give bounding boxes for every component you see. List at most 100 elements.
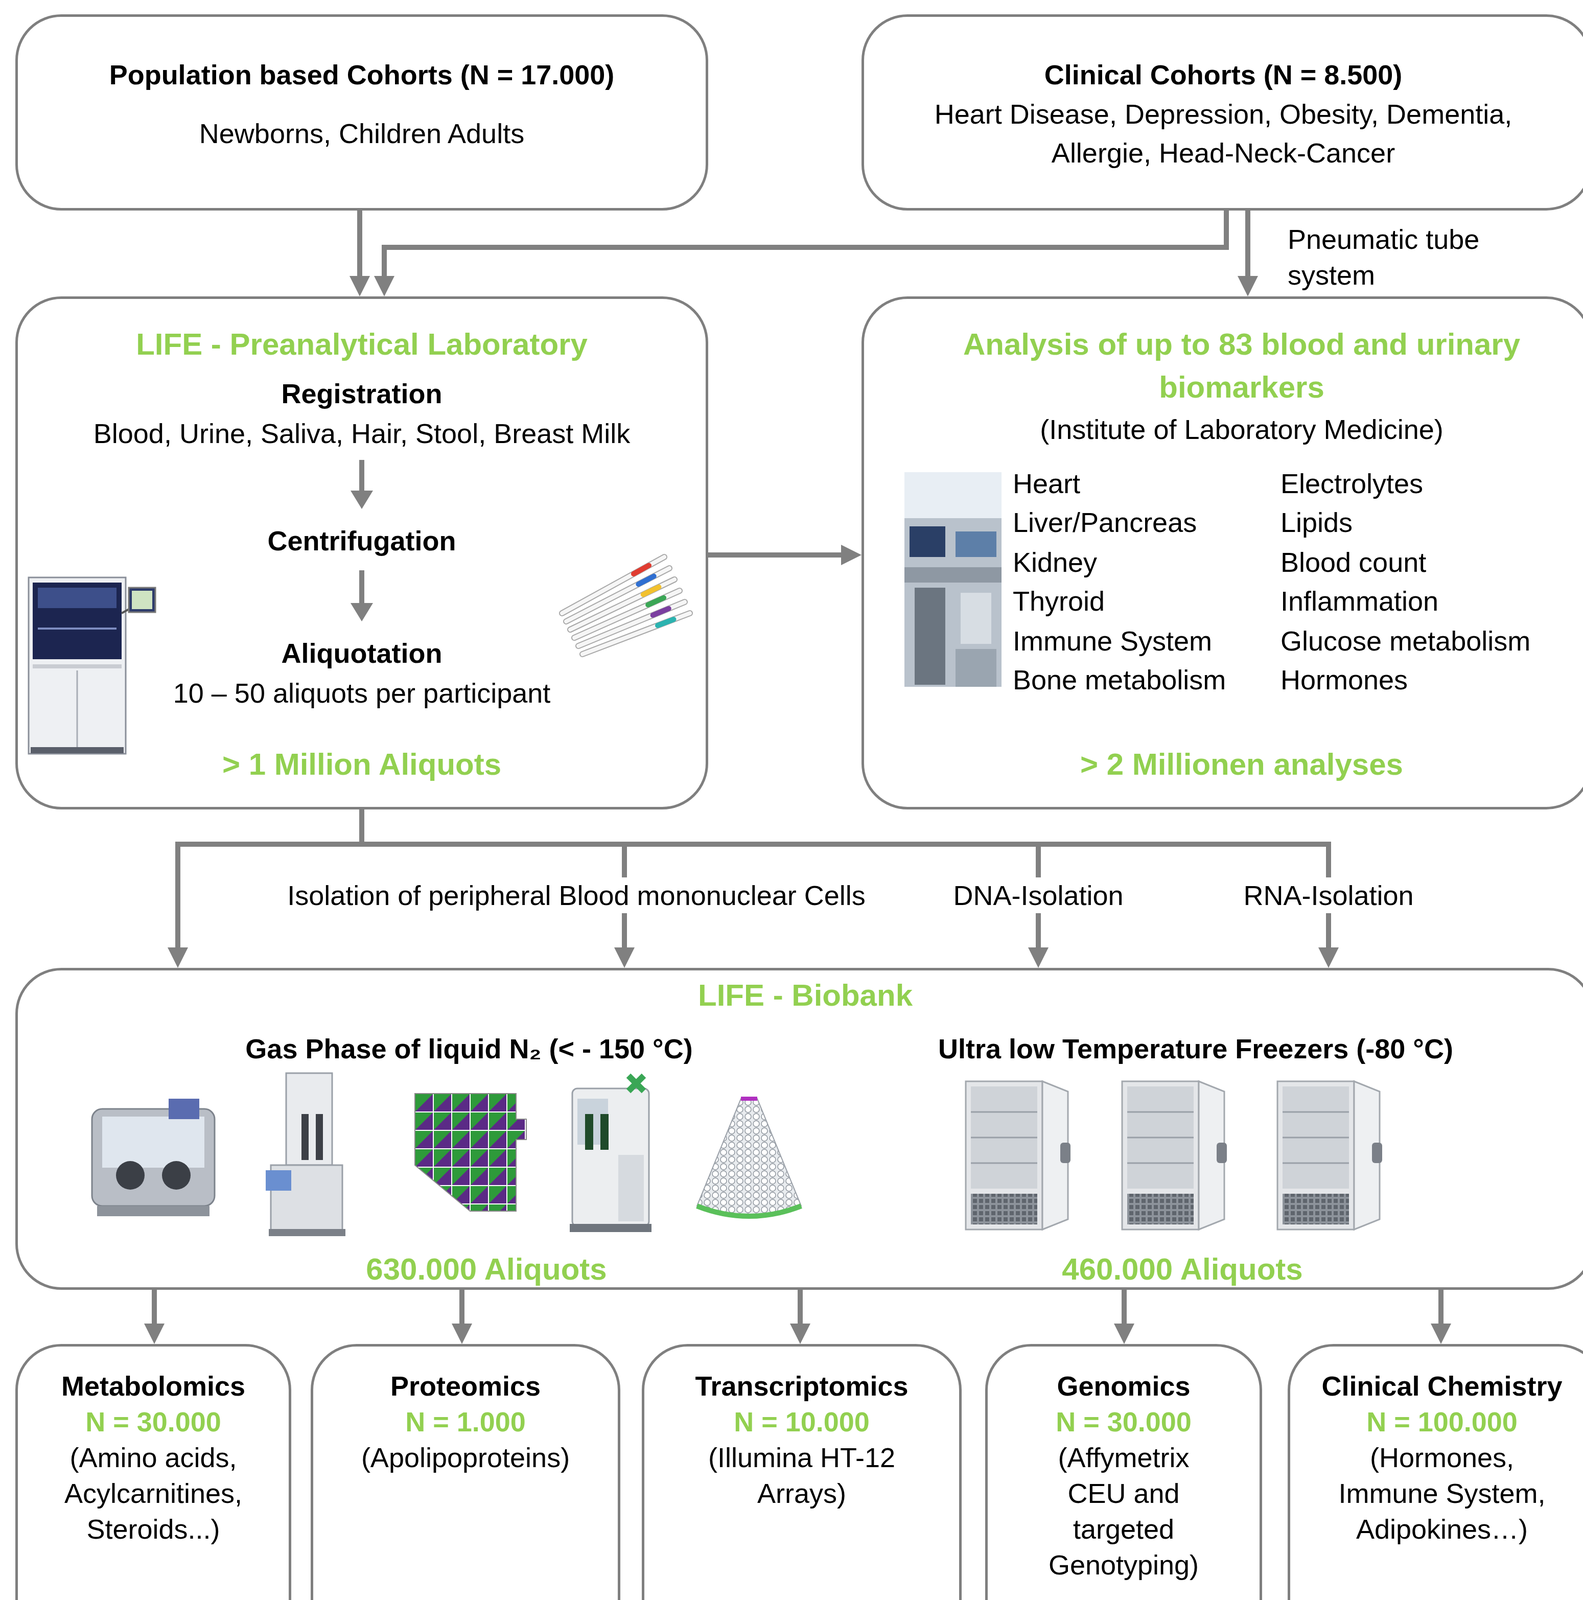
- sample-tubes: [562, 556, 690, 655]
- glovebox: [115, 1160, 145, 1190]
- text-column: Clinical ChemistryN = 100.000(Hormones, …: [1319, 1367, 1565, 1547]
- connector-arrow: [144, 1289, 165, 1344]
- lab-photo: [904, 472, 1002, 519]
- freezer: [970, 1136, 1038, 1139]
- cryo-store: [268, 1228, 346, 1237]
- box-text: (Illumina HT-12 Arrays): [663, 1439, 940, 1511]
- box-text: (Apolipoproteins): [327, 1439, 604, 1476]
- box-text: Thyroid: [1012, 581, 1105, 621]
- box-text: Bone metabolism: [1012, 660, 1226, 700]
- text-column: GenomicsN = 30.000(Affymetrix CEU and ta…: [1026, 1367, 1221, 1583]
- aliquoting-robot: [76, 670, 79, 748]
- box-heading: Aliquotation: [281, 633, 443, 673]
- process-box: Population based Cohorts (N = 17.000) New…: [15, 14, 709, 211]
- arrow-head: [1237, 275, 1259, 297]
- connector-arrow: [374, 210, 1227, 297]
- box-title: Analysis of up to 83 blood and urinary b…: [947, 322, 1536, 409]
- lab-photo: [955, 531, 997, 557]
- aliquoting-robot: [128, 587, 156, 613]
- lab-photo: [914, 587, 946, 685]
- cryo-workstation: [600, 1113, 609, 1150]
- sample-tubes: [574, 590, 680, 638]
- lab-photo: [904, 472, 1002, 687]
- sample-count: N = 30.000: [1026, 1403, 1221, 1440]
- freezer: [1122, 1081, 1199, 1230]
- box-text: Electrolytes: [1280, 463, 1424, 503]
- box-text: Newborns, Children Adults: [198, 113, 526, 153]
- arrow-head: [1430, 1323, 1452, 1344]
- process-box: Clinical Cohorts (N = 8.500)Heart Diseas…: [861, 14, 1583, 211]
- glovebox: [97, 1205, 210, 1217]
- arrow-head: [349, 275, 370, 297]
- box-text: (Amino acids, Acylcarnitines, Steroids..…: [33, 1439, 274, 1547]
- lab-photo: [955, 648, 997, 687]
- cryo-workstation: [572, 1088, 649, 1227]
- arrow-head: [789, 1323, 811, 1344]
- aliquoting-robot: [32, 664, 122, 669]
- tank-segment: [696, 1205, 802, 1217]
- rack-map: [414, 1093, 527, 1212]
- box-text: Glucose metabolism: [1280, 621, 1531, 661]
- cryo-workstation: [569, 1223, 652, 1232]
- box-text: Blood count: [1280, 542, 1427, 582]
- freezer: [970, 1162, 1038, 1165]
- process-box: Analysis of up to 83 blood and urinary b…: [861, 296, 1583, 810]
- sample-count: N = 100.000: [1319, 1403, 1565, 1440]
- freezer: [1122, 1081, 1227, 1230]
- aliquoting-robot: [131, 590, 153, 610]
- box-text: Kidney: [1012, 542, 1098, 582]
- box-text: Blood, Urine, Saliva, Hair, Stool, Breas…: [93, 413, 631, 453]
- arrow-head: [614, 947, 635, 968]
- connector-line: [708, 552, 842, 558]
- text-column: MetabolomicsN = 30.000(Amino acids, Acyl…: [33, 1367, 274, 1547]
- arrow-head: [841, 544, 862, 566]
- aliquoting-robot: [37, 627, 117, 630]
- sample-count: N = 1.000: [327, 1403, 604, 1440]
- aliquoting-robot: [37, 587, 117, 609]
- box-heading: Metabolomics: [33, 1367, 274, 1404]
- process-box: LIFE - Preanalytical LaboratoryRegistrat…: [15, 296, 709, 810]
- connector-line: [357, 210, 363, 276]
- glovebox: [168, 1098, 200, 1120]
- process-arrow: [350, 490, 374, 509]
- box-heading: Centrifugation: [267, 521, 457, 561]
- sample-tubes: [638, 576, 654, 585]
- box-text: (Affymetrix CEU and targeted Genotyping): [1026, 1439, 1221, 1583]
- sample-tubes: [566, 568, 670, 622]
- box-text: Lipids: [1280, 502, 1353, 542]
- connector-arrow: [1113, 1289, 1135, 1344]
- box-heading: Registration: [281, 374, 442, 413]
- arrow-head: [1318, 947, 1339, 968]
- lab-photo: [904, 472, 1002, 687]
- sample-count: N = 10.000: [663, 1403, 940, 1440]
- box-heading: Gas Phase of liquid N₂ (< - 150 °C): [245, 1029, 693, 1068]
- freezer: [1282, 1193, 1349, 1225]
- edge-label: RNA-Isolation: [1239, 877, 1418, 914]
- aliquoting-robot: [32, 582, 122, 660]
- box-heading: Genomics: [1026, 1367, 1221, 1404]
- glovebox: [91, 1098, 215, 1217]
- sample-tubes: [562, 556, 665, 614]
- sample-tubes: [653, 608, 669, 616]
- freezer: [1277, 1081, 1355, 1230]
- connector-line: [384, 210, 1227, 276]
- text-column: TranscriptomicsN = 10.000(Illumina HT-12…: [663, 1367, 940, 1511]
- box-heading: Population based Cohorts (N = 17.000): [109, 55, 615, 95]
- freezer: [1371, 1142, 1383, 1163]
- lab-photo: [960, 592, 992, 644]
- connector-line: [459, 1289, 465, 1324]
- process-box: GenomicsN = 30.000(Affymetrix CEU and ta…: [985, 1343, 1263, 1600]
- sample-tubes: [582, 613, 690, 655]
- sample-tubes: [633, 565, 649, 575]
- freezer: [970, 1111, 1038, 1113]
- edge-label: Isolation of peripheral Blood mononuclea…: [283, 877, 870, 914]
- text-column: ProteomicsN = 1.000(Apolipoproteins): [327, 1367, 604, 1476]
- cryo-workstation: [628, 1075, 644, 1091]
- connector-arrow: [349, 210, 370, 297]
- tank-segment: [740, 1096, 758, 1101]
- cryo-store: [265, 1170, 292, 1191]
- box-text: Liver/Pancreas: [1012, 502, 1197, 542]
- box-title: > 1 Million Aliquots: [222, 742, 502, 786]
- sample-tubes: [578, 601, 685, 646]
- glovebox: [91, 1108, 215, 1206]
